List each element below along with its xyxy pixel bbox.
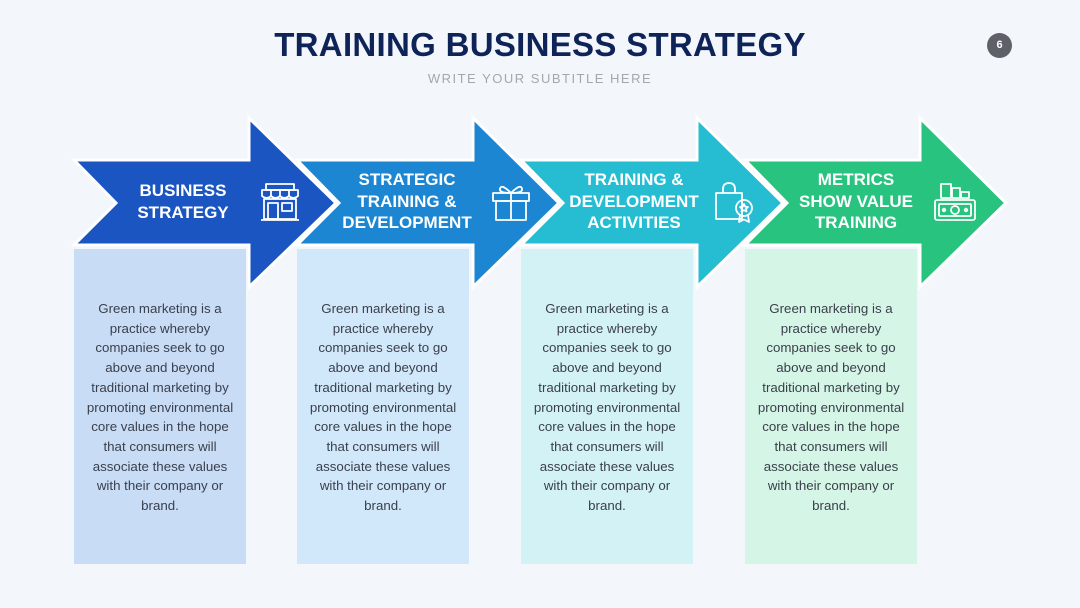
- page-subtitle: WRITE YOUR SUBTITLE HERE: [427, 71, 653, 86]
- step-card-metrics: Green marketing is a practice whereby co…: [745, 249, 917, 564]
- page-title: TRAINING BUSINESS STRATEGY: [274, 26, 806, 63]
- shopping-bag-badge-icon: [715, 182, 753, 223]
- step-card-text: Green marketing is a practice whereby co…: [86, 301, 234, 514]
- step-arrow-strategic-training: [293, 114, 562, 291]
- page-number-badge: 6: [987, 33, 1012, 58]
- step-card-training-activities: Green marketing is a practice whereby co…: [521, 249, 693, 564]
- step-card-business-strategy: Green marketing is a practice whereby co…: [74, 249, 246, 564]
- step-arrow-metrics: [741, 114, 1009, 291]
- step-card-text: Green marketing is a practice whereby co…: [533, 301, 681, 514]
- step-arrow-business-strategy: [70, 114, 339, 291]
- gift-icon: [492, 185, 530, 221]
- step-card-text: Green marketing is a practice whereby co…: [757, 301, 905, 514]
- step-card-strategic-training: Green marketing is a practice whereby co…: [297, 249, 469, 564]
- step-card-text: Green marketing is a practice whereby co…: [309, 301, 457, 514]
- storefront-icon: [261, 183, 299, 221]
- step-arrow-training-activities: [517, 114, 786, 291]
- money-chart-icon: [934, 183, 976, 221]
